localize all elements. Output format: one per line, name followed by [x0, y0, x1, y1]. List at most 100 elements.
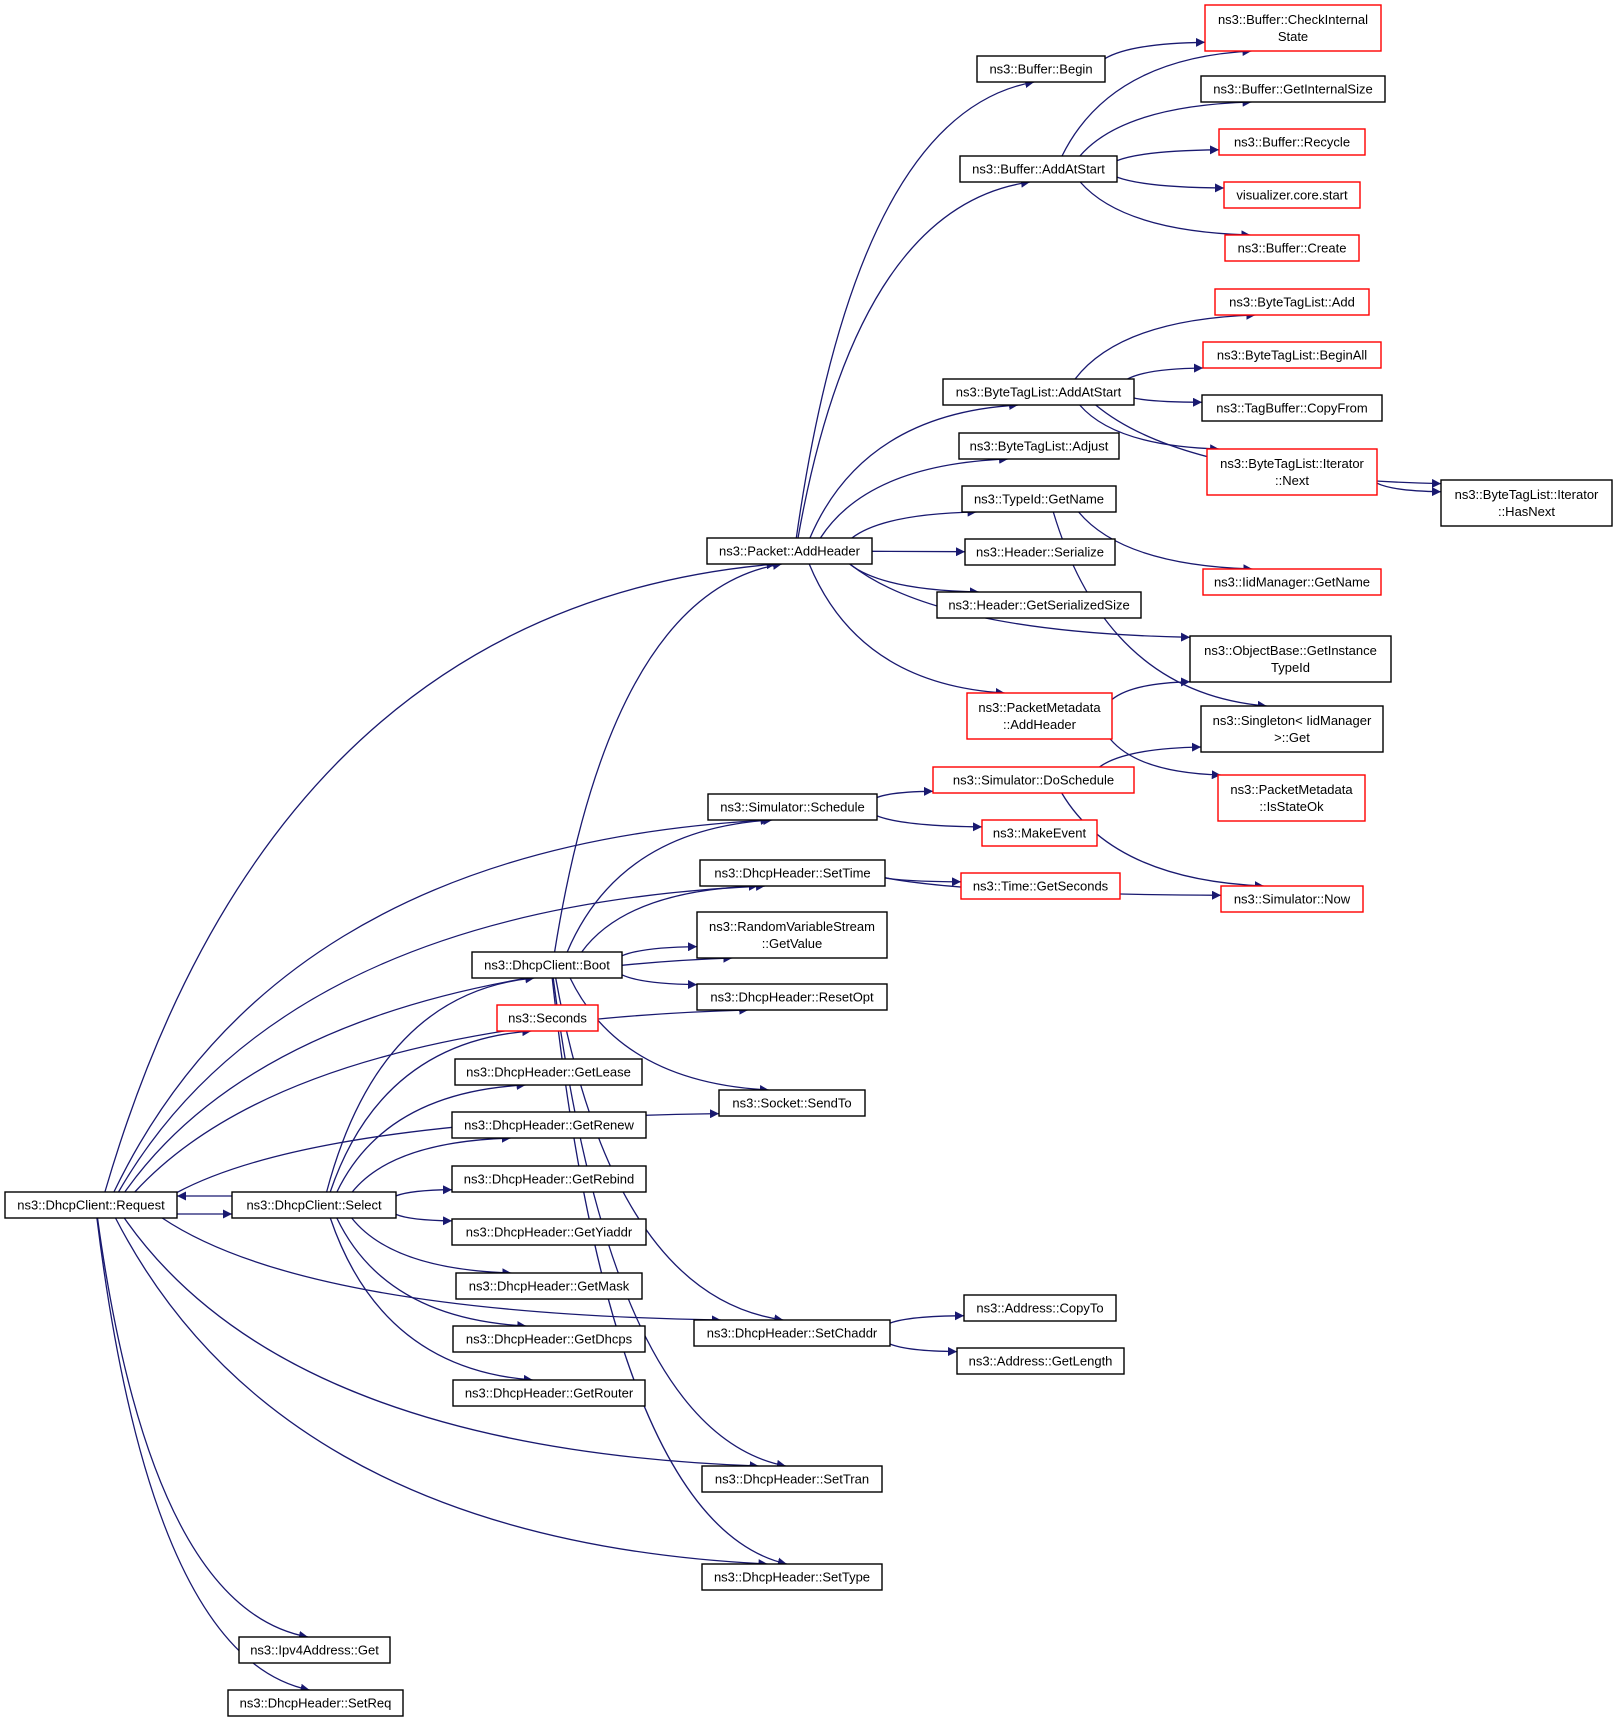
node-box-btladjust[interactable]: [958, 432, 1120, 460]
node-box-btlbeginall[interactable]: [1202, 341, 1382, 369]
node-request[interactable]: ns3::DhcpClient::Request: [4, 1191, 178, 1219]
node-box-addrgetlength[interactable]: [956, 1347, 1125, 1375]
node-addrgetlength[interactable]: ns3::Address::GetLength: [956, 1347, 1125, 1375]
node-select[interactable]: ns3::DhcpClient::Select: [231, 1191, 397, 1219]
node-btlithasnext[interactable]: ns3::ByteTagList::Iterator::HasNext: [1440, 479, 1613, 527]
node-box-doschedule[interactable]: [932, 766, 1135, 794]
node-box-pmaddheader[interactable]: [966, 692, 1113, 740]
node-btladdatstart[interactable]: ns3::ByteTagList::AddAtStart: [942, 378, 1135, 406]
node-box-addheader[interactable]: [706, 537, 873, 565]
node-box-singletonget[interactable]: [1200, 705, 1384, 753]
node-box-setreq[interactable]: [227, 1689, 404, 1717]
node-bufbegin[interactable]: ns3::Buffer::Begin: [976, 55, 1106, 83]
node-addrcopyto[interactable]: ns3::Address::CopyTo: [963, 1294, 1117, 1322]
node-bufcreate[interactable]: ns3::Buffer::Create: [1224, 234, 1360, 262]
node-box-getmask[interactable]: [455, 1272, 643, 1300]
node-box-getrenew[interactable]: [451, 1111, 647, 1139]
node-getlease[interactable]: ns3::DhcpHeader::GetLease: [454, 1058, 643, 1086]
node-getmask[interactable]: ns3::DhcpHeader::GetMask: [455, 1272, 643, 1300]
node-bufaddatstart[interactable]: ns3::Buffer::AddAtStart: [959, 155, 1118, 183]
node-makeevent[interactable]: ns3::MakeEvent: [981, 819, 1098, 847]
node-box-getrebind[interactable]: [451, 1165, 647, 1193]
node-box-pmisstateok[interactable]: [1217, 774, 1366, 822]
node-setreq[interactable]: ns3::DhcpHeader::SetReq: [227, 1689, 404, 1717]
node-hdrserialize[interactable]: ns3::Header::Serialize: [964, 538, 1116, 566]
node-box-btlithasnext[interactable]: [1440, 479, 1613, 527]
node-box-bufcreate[interactable]: [1224, 234, 1360, 262]
node-box-bufgetinternal[interactable]: [1200, 75, 1386, 103]
node-box-sendto[interactable]: [718, 1089, 866, 1117]
node-btlitnext[interactable]: ns3::ByteTagList::Iterator::Next: [1206, 448, 1378, 496]
node-box-bufbegin[interactable]: [976, 55, 1106, 83]
node-box-settran[interactable]: [701, 1465, 883, 1493]
node-bufrecycle[interactable]: ns3::Buffer::Recycle: [1218, 128, 1366, 156]
node-box-ipv4get[interactable]: [238, 1636, 391, 1664]
node-box-makeevent[interactable]: [981, 819, 1098, 847]
node-addheader[interactable]: ns3::Packet::AddHeader: [706, 537, 873, 565]
node-iidgetname[interactable]: ns3::IidManager::GetName: [1202, 568, 1382, 596]
node-vizstart[interactable]: visualizer.core.start: [1223, 181, 1361, 209]
node-box-getdhcps[interactable]: [452, 1325, 646, 1353]
node-getdhcps[interactable]: ns3::DhcpHeader::GetDhcps: [452, 1325, 646, 1353]
node-timegetseconds[interactable]: ns3::Time::GetSeconds: [960, 872, 1121, 900]
node-box-addrcopyto[interactable]: [963, 1294, 1117, 1322]
node-box-btlitnext[interactable]: [1206, 448, 1378, 496]
node-ipv4get[interactable]: ns3::Ipv4Address::Get: [238, 1636, 391, 1664]
node-settype[interactable]: ns3::DhcpHeader::SetType: [701, 1563, 883, 1591]
node-tagbufcopy[interactable]: ns3::TagBuffer::CopyFrom: [1201, 394, 1383, 422]
node-box-request[interactable]: [4, 1191, 178, 1219]
node-settran[interactable]: ns3::DhcpHeader::SetTran: [701, 1465, 883, 1493]
node-pmisstateok[interactable]: ns3::PacketMetadata::IsStateOk: [1217, 774, 1366, 822]
node-box-setchaddr[interactable]: [693, 1319, 891, 1347]
node-typeidgetname[interactable]: ns3::TypeId::GetName: [961, 485, 1117, 513]
node-box-simnow[interactable]: [1220, 885, 1364, 913]
node-boot[interactable]: ns3::DhcpClient::Boot: [471, 951, 623, 979]
node-doschedule[interactable]: ns3::Simulator::DoSchedule: [932, 766, 1135, 794]
node-box-typeidgetname[interactable]: [961, 485, 1117, 513]
node-box-getrouter[interactable]: [452, 1379, 646, 1407]
node-box-btladdatstart[interactable]: [942, 378, 1135, 406]
node-seconds[interactable]: ns3::Seconds: [496, 1004, 599, 1032]
node-box-bufrecycle[interactable]: [1218, 128, 1366, 156]
node-box-hdrgetsize[interactable]: [936, 591, 1142, 619]
node-bufgetinternal[interactable]: ns3::Buffer::GetInternalSize: [1200, 75, 1386, 103]
node-getvalue[interactable]: ns3::RandomVariableStream::GetValue: [696, 911, 888, 959]
node-btlbeginall[interactable]: ns3::ByteTagList::BeginAll: [1202, 341, 1382, 369]
node-btladjust[interactable]: ns3::ByteTagList::Adjust: [958, 432, 1120, 460]
node-box-tagbufcopy[interactable]: [1201, 394, 1383, 422]
node-box-btladd[interactable]: [1214, 288, 1370, 316]
node-box-hdrserialize[interactable]: [964, 538, 1116, 566]
node-schedule[interactable]: ns3::Simulator::Schedule: [707, 793, 878, 821]
node-box-timegetseconds[interactable]: [960, 872, 1121, 900]
node-singletonget[interactable]: ns3::Singleton< IidManager>::Get: [1200, 705, 1384, 753]
node-box-objgetinst[interactable]: [1189, 635, 1392, 683]
node-btladd[interactable]: ns3::ByteTagList::Add: [1214, 288, 1370, 316]
node-box-schedule[interactable]: [707, 793, 878, 821]
node-box-bufaddatstart[interactable]: [959, 155, 1118, 183]
node-box-bufcheck[interactable]: [1204, 4, 1382, 52]
node-box-vizstart[interactable]: [1223, 181, 1361, 209]
node-getrebind[interactable]: ns3::DhcpHeader::GetRebind: [451, 1165, 647, 1193]
node-simnow[interactable]: ns3::Simulator::Now: [1220, 885, 1364, 913]
node-box-settime[interactable]: [699, 859, 886, 887]
node-box-iidgetname[interactable]: [1202, 568, 1382, 596]
node-box-getvalue[interactable]: [696, 911, 888, 959]
node-box-select[interactable]: [231, 1191, 397, 1219]
node-sendto[interactable]: ns3::Socket::SendTo: [718, 1089, 866, 1117]
node-pmaddheader[interactable]: ns3::PacketMetadata::AddHeader: [966, 692, 1113, 740]
node-getyiaddr[interactable]: ns3::DhcpHeader::GetYiaddr: [451, 1218, 647, 1246]
node-getrouter[interactable]: ns3::DhcpHeader::GetRouter: [452, 1379, 646, 1407]
node-box-getyiaddr[interactable]: [451, 1218, 647, 1246]
node-settime[interactable]: ns3::DhcpHeader::SetTime: [699, 859, 886, 887]
node-box-seconds[interactable]: [496, 1004, 599, 1032]
node-box-boot[interactable]: [471, 951, 623, 979]
node-box-resetopt[interactable]: [696, 983, 888, 1011]
node-getrenew[interactable]: ns3::DhcpHeader::GetRenew: [451, 1111, 647, 1139]
node-resetopt[interactable]: ns3::DhcpHeader::ResetOpt: [696, 983, 888, 1011]
node-box-settype[interactable]: [701, 1563, 883, 1591]
node-hdrgetsize[interactable]: ns3::Header::GetSerializedSize: [936, 591, 1142, 619]
node-setchaddr[interactable]: ns3::DhcpHeader::SetChaddr: [693, 1319, 891, 1347]
node-box-getlease[interactable]: [454, 1058, 643, 1086]
